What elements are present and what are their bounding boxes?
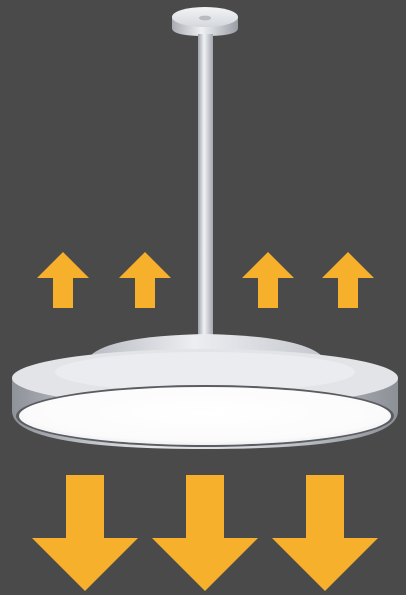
arrow-up-icon [119, 252, 171, 308]
suspension-rod [198, 34, 213, 346]
downlight-arrows [32, 475, 378, 591]
arrow-up-icon [322, 252, 374, 308]
diffuser-light [19, 387, 391, 445]
arrow-up-icon [37, 252, 89, 308]
arrow-down-icon [152, 475, 258, 591]
arrow-up-icon [242, 252, 294, 308]
ceiling-canopy [172, 7, 238, 36]
arrow-down-icon [272, 475, 378, 591]
arrow-down-icon [32, 475, 138, 591]
